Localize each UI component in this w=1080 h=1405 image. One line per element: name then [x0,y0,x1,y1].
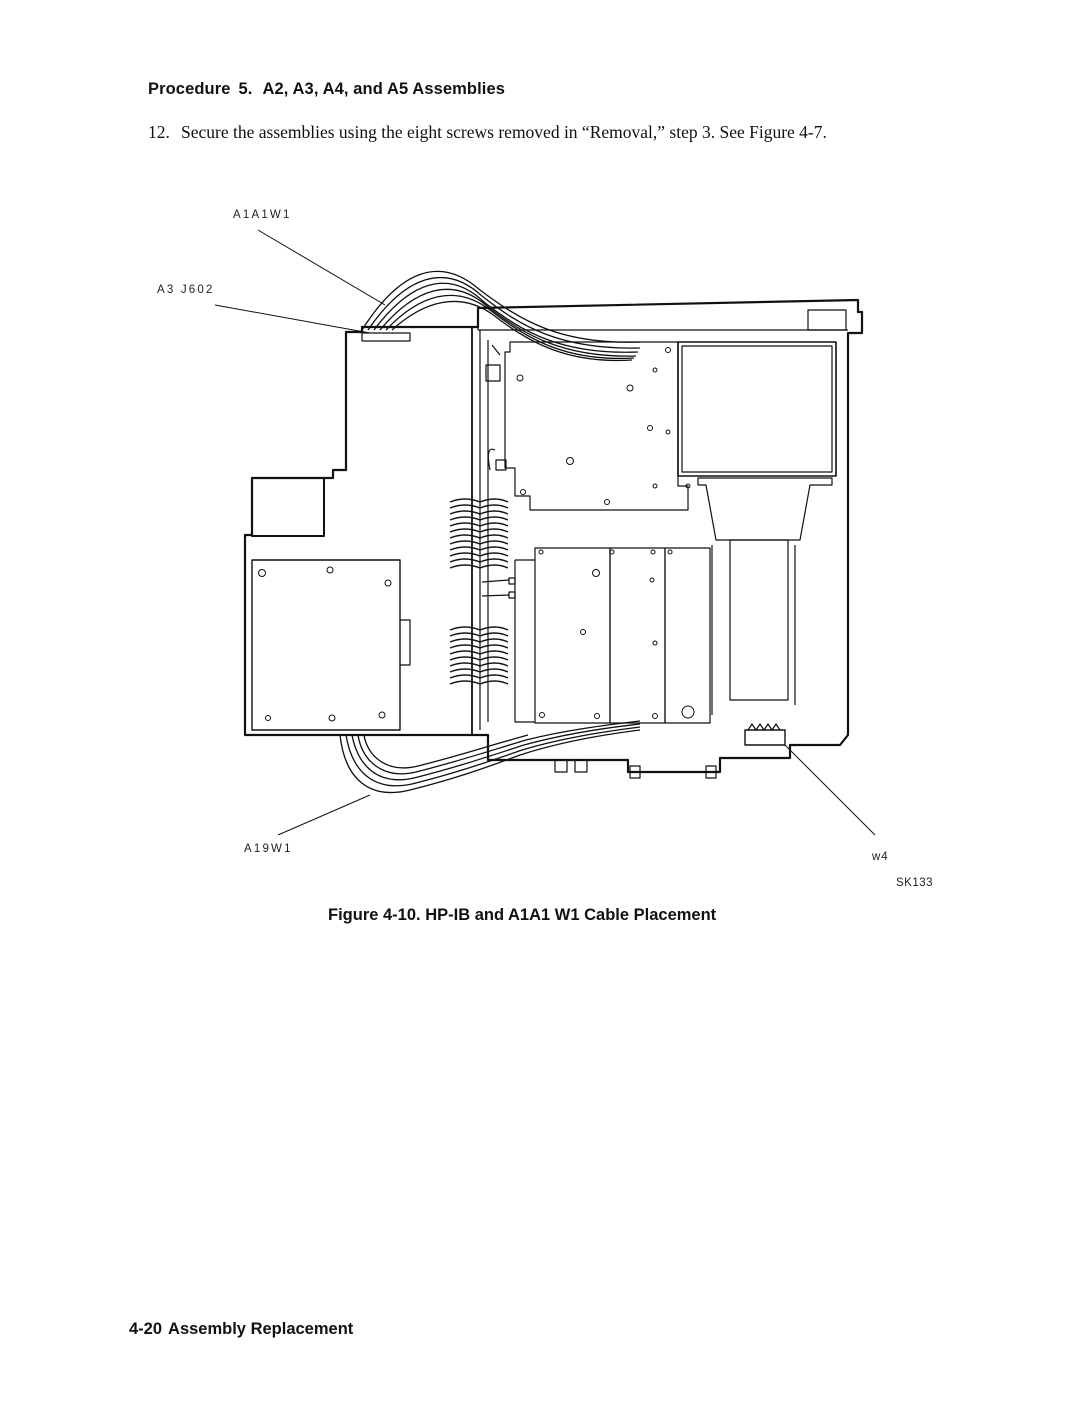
lower-board-2 [609,547,666,724]
step-text: Secure the assemblies using the eight sc… [181,122,827,142]
step-12: 12. Secure the assemblies using the eigh… [148,121,860,143]
page-number: 4-20 [129,1320,163,1338]
figure-caption: Figure 4-10. HP-IB and A1A1 W1 Cable Pla… [328,906,717,924]
label-a1a1w1: A1A1W1 [233,209,292,221]
figure-4-10: A1A1W1 A3 J602 A19W1 w4 SK133 [0,195,1080,905]
label-a3-j602: A3 J602 [157,284,215,296]
left-cover-block [251,477,325,537]
a3-j602-connector [361,332,411,342]
upper-board [504,341,689,511]
section-title: Assembly Replacement [168,1320,354,1338]
transformer-box [677,341,837,477]
a19w1-cable [339,720,641,794]
label-a19w1: A19W1 [244,843,293,855]
step-number: 12. [148,122,170,142]
page-footer: 4-20 Assembly Replacement [129,1320,353,1339]
chassis-outline [243,298,864,774]
w4-connector [744,729,786,746]
lower-board-3 [664,547,711,724]
label-sk133: SK133 [896,877,934,889]
instrument-top-view-drawing [214,229,876,836]
procedure-label: Procedure [148,80,231,98]
label-w4: w4 [872,851,889,863]
procedure-heading: Procedure 5. A2, A3, A4, and A5 Assemblies [148,80,505,99]
a1a1w1-cable [361,270,641,362]
procedure-number: 5. [238,80,253,98]
procedure-title: A2, A3, A4, and A5 Assemblies [262,80,506,98]
left-board [251,559,401,731]
